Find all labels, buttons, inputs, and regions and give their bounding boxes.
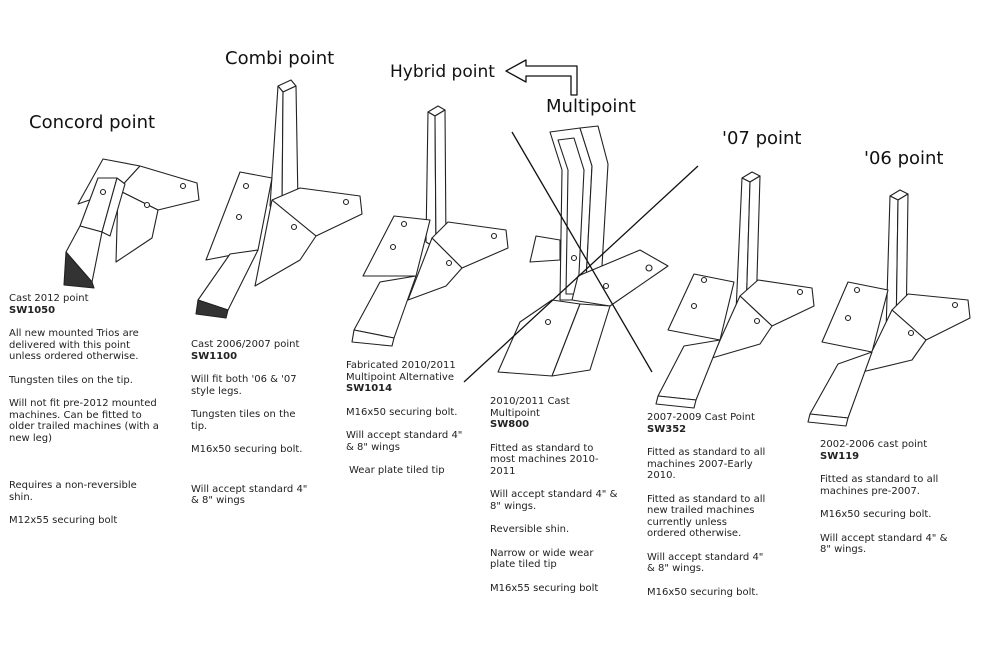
concord-point-illustration	[63, 158, 200, 289]
part-note: All new mounted Trios are delivered with…	[9, 328, 139, 362]
part-note: M16x50 securing bolt.	[820, 509, 932, 520]
multipoint-illustration	[497, 125, 669, 377]
part-title: Cast 2006/2007 point	[191, 339, 300, 350]
part-note: Will accept standard 4" & 8" wings	[346, 430, 463, 453]
part-note: Fitted as standard to most machines 2010…	[490, 442, 599, 477]
cross-out-line	[511, 131, 653, 373]
part-title: Cast 2012 point	[9, 293, 89, 304]
part-code: SW1014	[346, 383, 393, 394]
part-note: M12x55 securing bolt	[9, 515, 118, 526]
part-note: Narrow or wide wear plate tiled tip	[490, 547, 594, 571]
part-note: Will accept standard 4" & 8" wings	[191, 483, 308, 507]
part-note: Reversible shin.	[490, 524, 570, 535]
heading-06-point: '06 point	[864, 148, 944, 169]
part-note: Will fit both '06 & '07 style legs.	[191, 374, 297, 397]
part-title: Fabricated 2010/2011 Multipoint Alternat…	[346, 360, 456, 383]
part-note: Will accept standard 4" & 8" wings.	[820, 532, 948, 556]
point-06-illustration	[807, 189, 971, 427]
part-note: M16x50 securing bolt.	[647, 586, 759, 598]
part-notes-sw1014: Fabricated 2010/2011 Multipoint Alternat…	[346, 360, 464, 489]
part-note: Will accept standard 4" & 8" wings.	[647, 551, 764, 575]
combi-point-illustration	[195, 79, 363, 319]
part-note: Fitted as standard to all new trailed ma…	[647, 493, 766, 540]
part-note: Will accept standard 4" & 8" wings.	[490, 489, 618, 512]
part-note: Fitted as standard to all machines pre-2…	[820, 474, 939, 497]
part-title: 2002-2006 cast point	[820, 439, 928, 450]
heading-combi-point: Combi point	[225, 48, 335, 69]
part-note: M16x50 securing bolt.	[191, 444, 303, 455]
heading-concord-point: Concord point	[29, 112, 156, 133]
point-07-illustration	[655, 171, 815, 409]
part-title: 2007-2009 Cast Point	[647, 412, 755, 423]
part-note: Will not fit pre-2012 mounted machines. …	[9, 398, 159, 444]
part-note: Requires a non-reversible shin.	[9, 480, 137, 503]
heading-multipoint: Multipoint	[546, 96, 636, 117]
part-note: Tungsten tiles on the tip.	[9, 374, 133, 386]
part-note: Tungsten tiles on the tip.	[191, 409, 296, 432]
part-code: SW119	[820, 450, 860, 462]
part-code: SW1050	[9, 304, 56, 316]
part-note: M16x50 securing bolt.	[346, 406, 458, 418]
part-code: SW352	[647, 423, 687, 435]
part-note: M16x55 securing bolt	[490, 582, 599, 594]
hybrid-point-illustration	[351, 105, 509, 347]
arrow-left-icon	[505, 59, 578, 96]
part-note: Fitted as standard to all machines 2007-…	[647, 447, 766, 481]
heading-07-point: '07 point	[722, 128, 802, 149]
part-note: Wear plate tiled tip	[349, 465, 445, 476]
part-title: 2010/2011 Cast Multipoint	[490, 396, 570, 419]
part-code: SW800	[490, 419, 530, 430]
cross-out-line	[463, 165, 699, 383]
part-code: SW1100	[191, 350, 238, 362]
heading-hybrid-point: Hybrid point	[390, 62, 495, 82]
